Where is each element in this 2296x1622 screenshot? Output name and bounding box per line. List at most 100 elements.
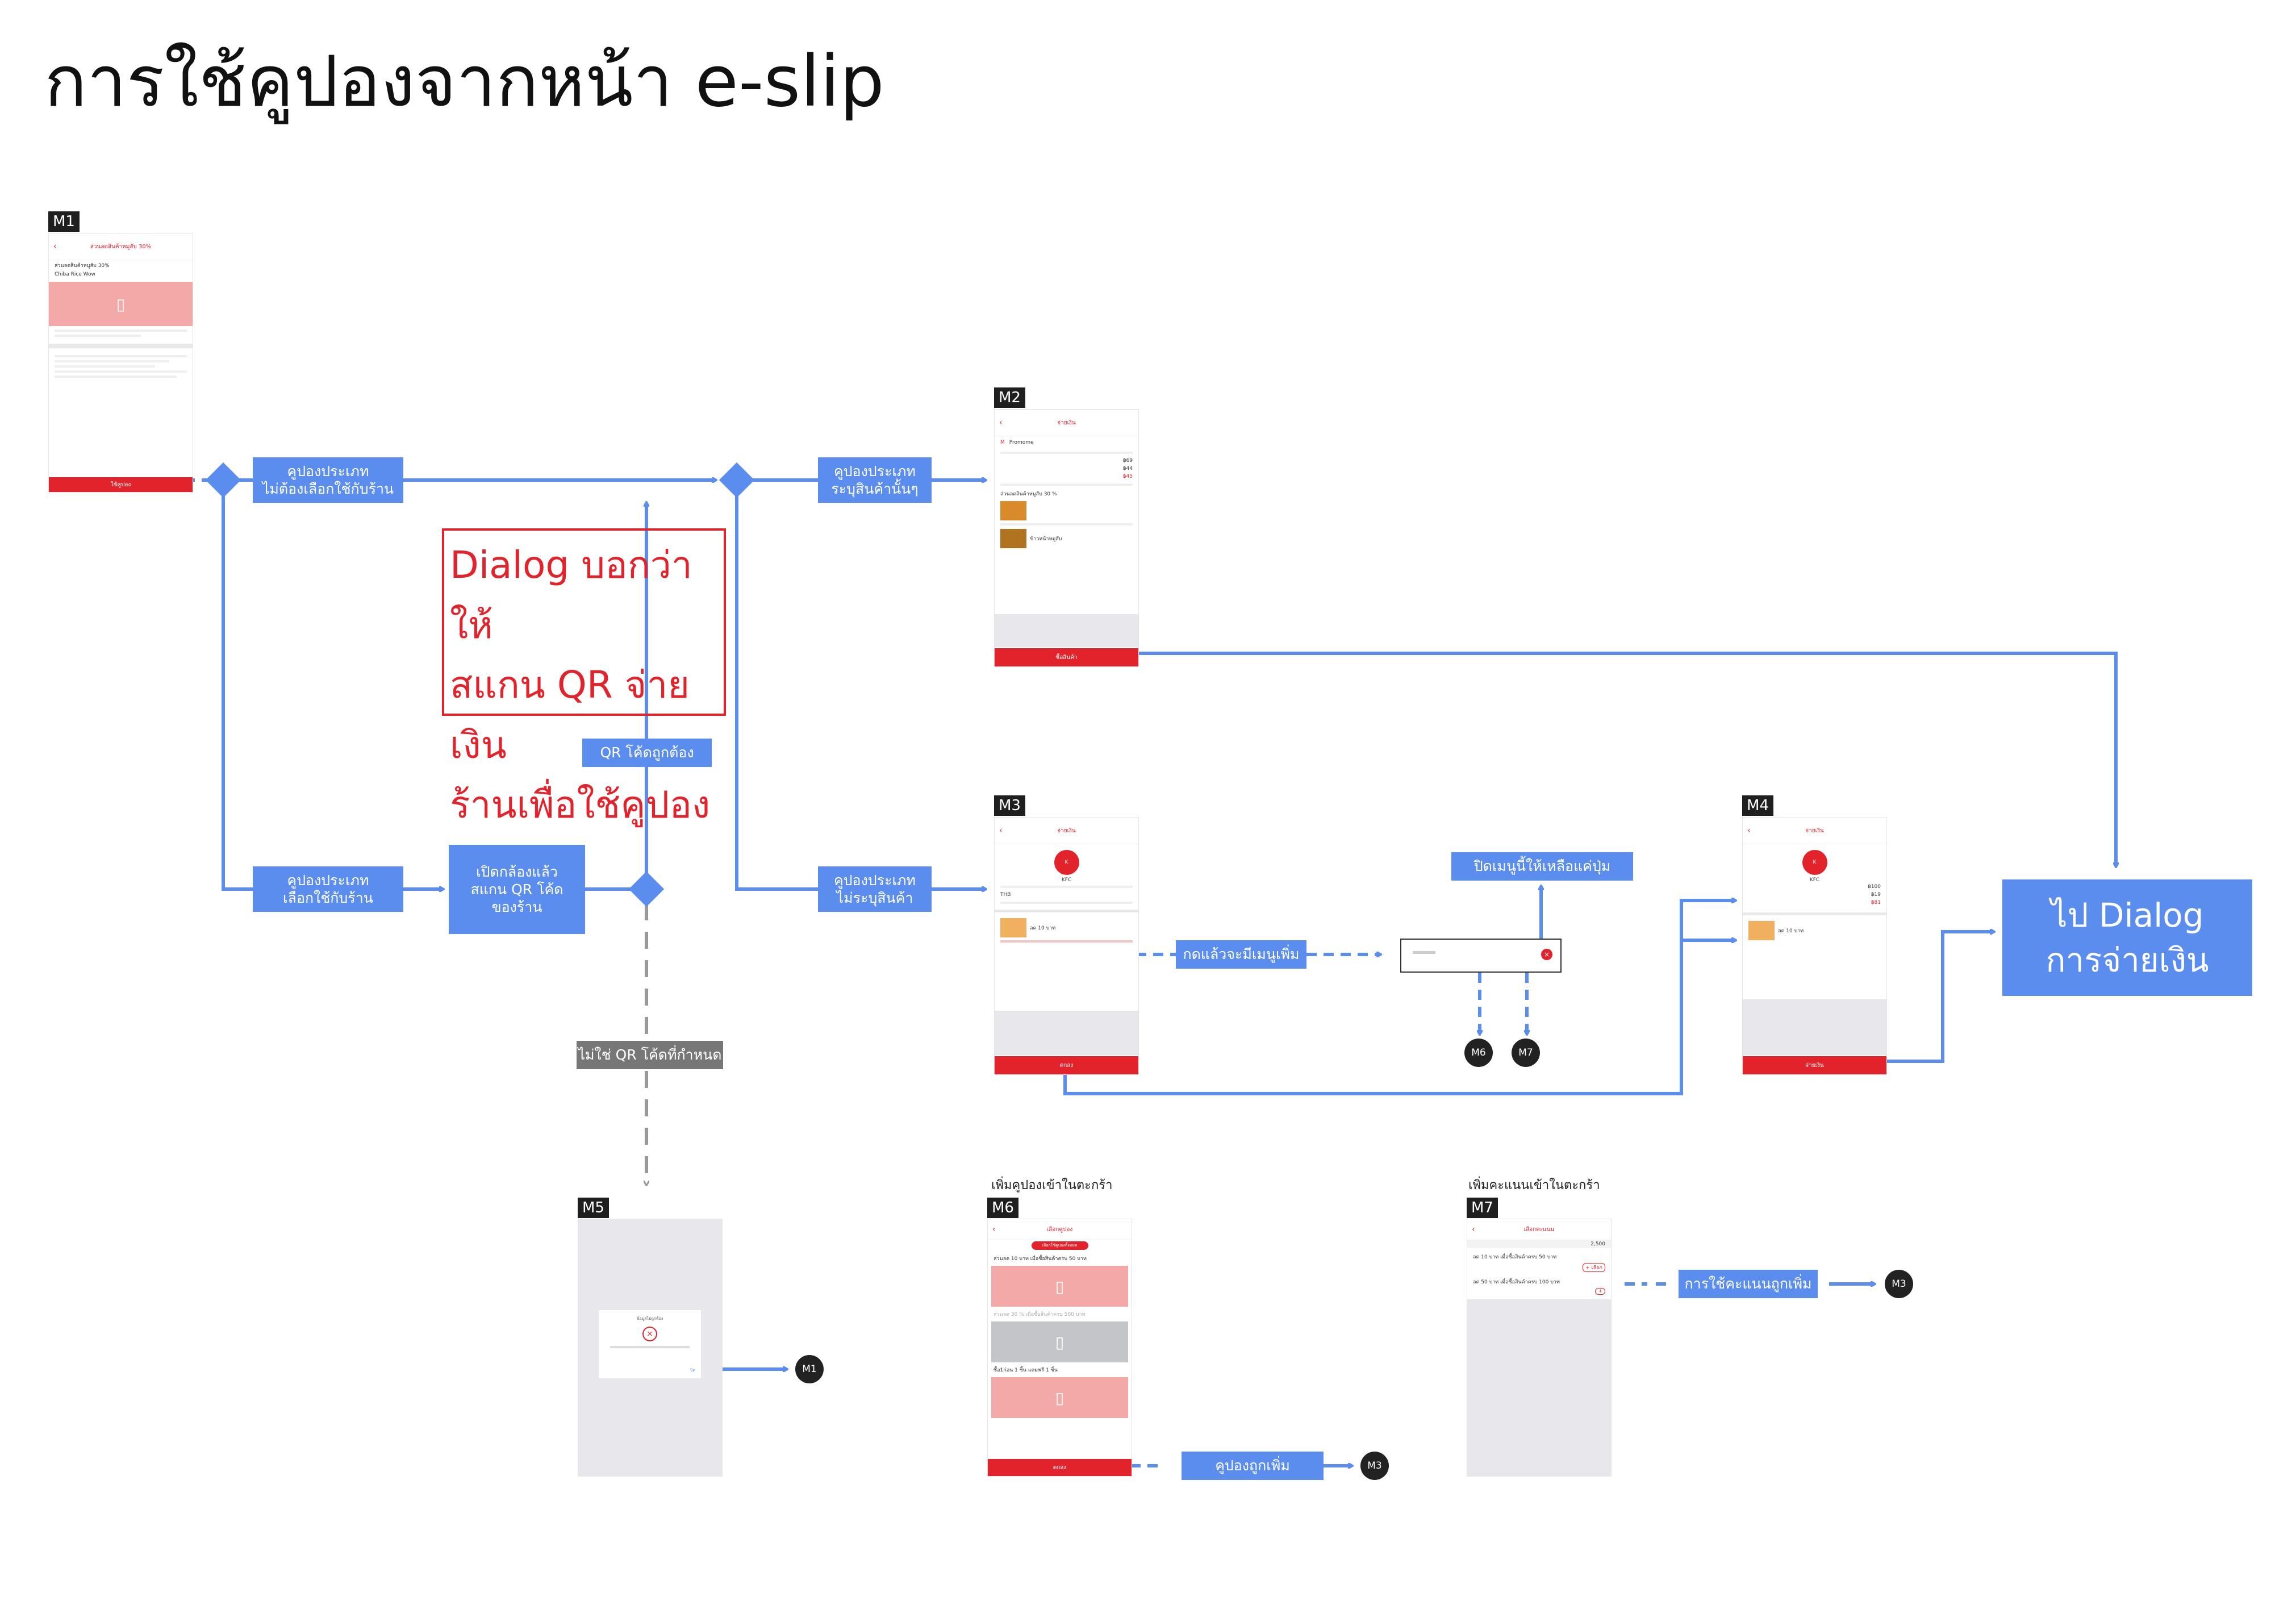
merchant-logo-icon: M: [1000, 440, 1005, 445]
error-icon: ×: [642, 1327, 657, 1341]
promo-label: ลด 10 บาท: [1030, 925, 1056, 931]
header-title: จ่ายเงิน: [1057, 827, 1076, 834]
header-title: จ่ายเงิน: [1805, 827, 1824, 834]
currency-label: THB: [1000, 892, 1011, 898]
screen-m3-payment: ‹ จ่ายเงิน K KFC THB ลด 10 บาท ตกลง: [994, 817, 1139, 1075]
back-icon[interactable]: ‹: [1747, 826, 1751, 835]
confirm-button[interactable]: ตกลง: [995, 1056, 1138, 1074]
tag-m5: M5: [578, 1198, 609, 1218]
screen-m5-camera: ข้อมูลไม่ถูกต้อง × ปิด: [578, 1219, 723, 1477]
points-option: ลด 10 บาท เมื่อซื้อสินค้าครบ 50 บาท: [1473, 1254, 1557, 1260]
screen-m7-select-points: ‹ เลือกคะแนน 2,500 ลด 10 บาท เมื่อซื้อสิน…: [1467, 1219, 1612, 1477]
merchant-logo: K: [1802, 850, 1827, 875]
promo-label: ลด 10 บาท: [1778, 928, 1804, 934]
merchant-name: Promome: [1009, 440, 1034, 445]
label-more-menu: กดแล้วจะมีเมนูเพิ่ม: [1176, 940, 1306, 969]
node-m3: M3: [1885, 1270, 1913, 1298]
header-title: เลือกคูปอง: [1046, 1226, 1073, 1233]
page-title: การใช้คูปองจากหน้า e-slip: [44, 41, 884, 123]
buy-button[interactable]: ซื้อสินค้า: [995, 648, 1138, 666]
dialog-note: Dialog บอกว่าให้ สแกน QR จ่ายเงิน ร้านเพ…: [442, 528, 726, 827]
promo-thumbnail: [1748, 921, 1775, 940]
header-title: จ่ายเงิน: [1057, 419, 1076, 426]
tag-m6: M6: [987, 1198, 1018, 1218]
back-icon[interactable]: ‹: [999, 826, 1003, 835]
store-name: Chiba Rice Wow: [55, 272, 95, 277]
dialog-ok-button[interactable]: ปิด: [690, 1368, 695, 1373]
label-qr-invalid: ไม่ใช่ QR โค้ดที่กำหนด: [577, 1041, 723, 1069]
coupon-item[interactable]: ส่วนลด 30 % เมื่อซื้อสินค้าครบ 500 บาท: [993, 1312, 1086, 1317]
goto-payment-dialog: ไป Dialog การจ่ายเงิน: [2002, 879, 2252, 996]
tag-m2: M2: [994, 387, 1025, 408]
add-points-button[interactable]: +: [1595, 1288, 1605, 1295]
error-dialog: ข้อมูลไม่ถูกต้อง × ปิด: [599, 1310, 701, 1378]
price-total: ฿69: [1122, 458, 1133, 464]
caption-m6: เพิ่มคูปองเข้าในตะกร้า: [991, 1178, 1113, 1192]
label-open-camera: เปิดกล้องแล้ว สแกน QR โค้ด ของร้าน: [449, 845, 585, 934]
promo-thumbnail: [1000, 918, 1026, 937]
coupon-item[interactable]: ซื้อ1ก่อน 1 ชิ้น แถมฟรี 1 ชิ้น: [993, 1367, 1058, 1373]
merchant-name: KFC: [1061, 877, 1072, 883]
screen-header: ‹ จ่ายเงิน: [995, 818, 1138, 844]
screen-m2-payment: ‹ จ่ายเงิน M Promome ฿69 ฿44 ฿45 ส่วนลดสิน…: [994, 409, 1139, 667]
node-m6: M6: [1464, 1039, 1493, 1067]
price-discount: ฿19: [1871, 892, 1881, 898]
close-icon[interactable]: ×: [1541, 949, 1552, 960]
merchant-logo: K: [1054, 850, 1079, 875]
item-name: ข้าวหน้าหมูสับ: [1030, 536, 1062, 542]
back-icon[interactable]: ‹: [999, 418, 1003, 427]
price-net: ฿81: [1871, 900, 1881, 906]
back-icon[interactable]: ‹: [53, 242, 57, 251]
header-title: เลือกคะแนน: [1523, 1226, 1555, 1233]
points-balance: 2,500: [1590, 1241, 1605, 1247]
screen-header: ‹ จ่ายเงิน: [1743, 818, 1886, 844]
confirm-button[interactable]: ตกลง: [988, 1459, 1132, 1476]
select-all-pill[interactable]: เลือกใช้คูปองทั้งหมด: [1031, 1241, 1088, 1250]
tag-m3: M3: [994, 795, 1025, 816]
coupon-thumbnail: [1000, 501, 1026, 520]
screen-header: ‹ เลือกคะแนน: [1467, 1219, 1611, 1240]
coupon-image: ▯: [991, 1266, 1128, 1307]
coupon-image: ▯: [991, 1377, 1128, 1418]
screen-header: ‹ เลือกคูปอง: [988, 1219, 1132, 1240]
price-net: ฿45: [1122, 474, 1133, 479]
label-specific-product: คูปองประเภท ระบุสินค้านั้นๆ: [818, 457, 932, 503]
applied-coupon: ส่วนลดสินค้าหมูสับ 30 %: [1000, 491, 1057, 497]
pay-button[interactable]: จ่ายเงิน: [1743, 1056, 1886, 1074]
label-qr-ok: QR โค้ดถูกต้อง: [582, 739, 712, 767]
screen-m4-payment: ‹ จ่ายเงิน K KFC ฿100 ฿19 ฿81 ลด 10 บาท จ…: [1742, 817, 1887, 1075]
tag-m4: M4: [1742, 795, 1773, 816]
label-coupon-added: คูปองถูกเพิ่ม: [1182, 1452, 1324, 1480]
node-m1: M1: [795, 1355, 824, 1383]
price-discount: ฿44: [1122, 466, 1133, 472]
label-store-coupon: คูปองประเภท เลือกใช้กับร้าน: [253, 866, 403, 912]
coupon-image: ▯: [49, 282, 193, 326]
screen-m1-coupon-detail: ‹ ส่วนลดสินค้าหมูสับ 30% ส่วนลดสินค้าหมูส…: [48, 233, 193, 493]
add-points-button[interactable]: + เลือก: [1583, 1263, 1605, 1272]
back-icon[interactable]: ‹: [1472, 1225, 1475, 1234]
use-coupon-button[interactable]: ใช้คูปอง: [49, 477, 193, 492]
coupon-title: ส่วนลดสินค้าหมูสับ 30%: [55, 263, 110, 269]
mini-coupon-row: ×: [1400, 939, 1562, 973]
item-thumbnail: [1000, 529, 1026, 548]
label-points-added: การใช้คะแนนถูกเพิ่ม: [1679, 1270, 1818, 1298]
coupon-image: ▯: [991, 1321, 1128, 1362]
points-option: ลด 50 บาท เมื่อซื้อสินค้าครบ 100 บาท: [1473, 1279, 1560, 1285]
node-m3: M3: [1360, 1452, 1389, 1480]
label-any-product: คูปองประเภท ไม่ระบุสินค้า: [818, 866, 932, 912]
label-no-store-coupon: คูปองประเภท ไม่ต้องเลือกใช้กับร้าน: [253, 457, 403, 503]
header-title: ส่วนลดสินค้าหมูสับ 30%: [90, 243, 152, 250]
label-close-menu: ปิดเมนูนี้ให้เหลือแค่ปุ่ม: [1451, 852, 1633, 881]
caption-m7: เพิ่มคะแนนเข้าในตะกร้า: [1468, 1178, 1600, 1192]
node-m7: M7: [1512, 1039, 1540, 1067]
error-title: ข้อมูลไม่ถูกต้อง: [636, 1316, 663, 1321]
merchant-name: KFC: [1809, 877, 1820, 883]
back-icon[interactable]: ‹: [992, 1225, 996, 1234]
tag-m1: M1: [48, 211, 80, 232]
price-total: ฿100: [1868, 884, 1881, 890]
tag-m7: M7: [1467, 1198, 1498, 1218]
screen-m6-select-coupon: ‹ เลือกคูปอง เลือกใช้คูปองทั้งหมด ส่วนลด …: [987, 1219, 1132, 1477]
coupon-item[interactable]: ส่วนลด 10 บาท เมื่อซื้อสินค้าครบ 50 บาท: [993, 1256, 1087, 1262]
